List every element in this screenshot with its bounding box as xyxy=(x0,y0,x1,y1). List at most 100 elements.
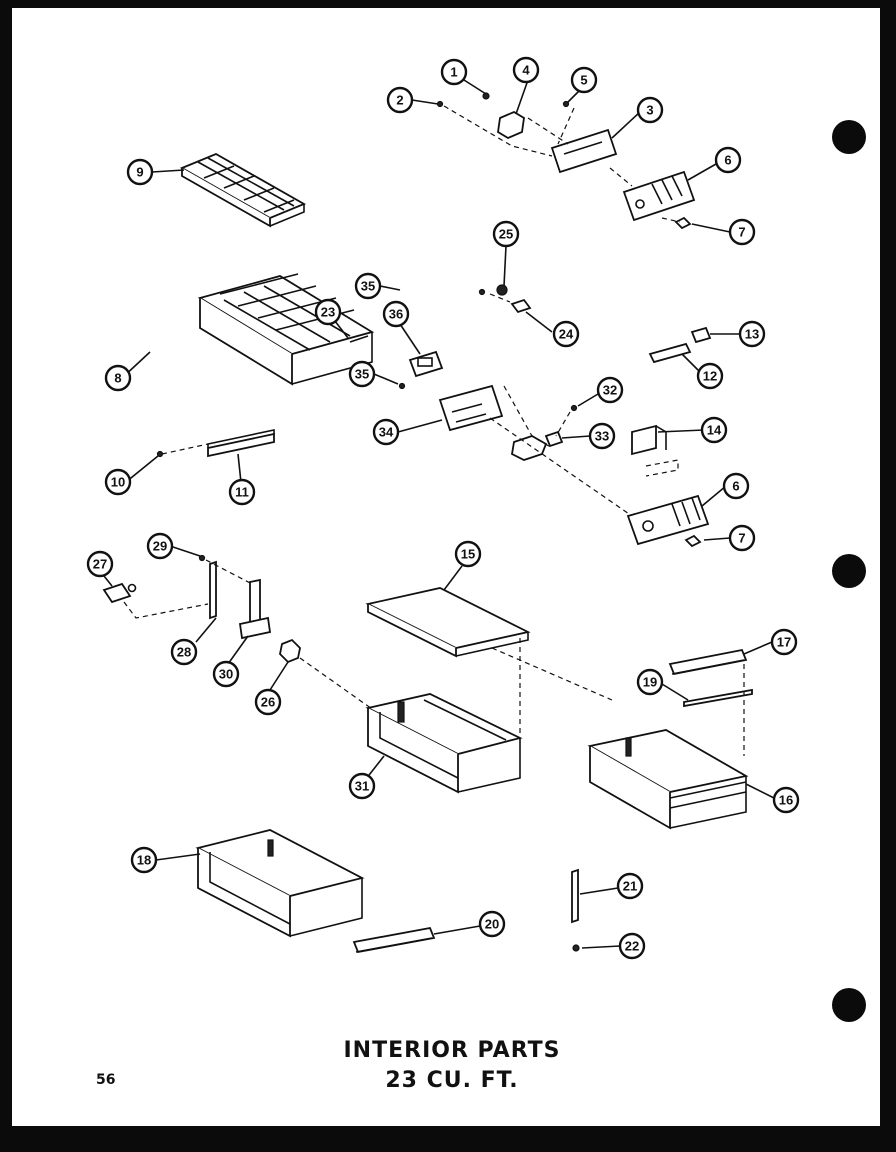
callout-number: 16 xyxy=(779,793,793,808)
callout-number: 28 xyxy=(177,645,191,660)
callout-35b: 35 xyxy=(348,360,376,388)
callout-number: 29 xyxy=(153,539,167,554)
callout-number: 7 xyxy=(738,225,745,240)
callout-number: 32 xyxy=(603,383,617,398)
callout-10: 10 xyxy=(104,468,132,496)
leader-lines xyxy=(103,79,775,949)
callout-23: 23 xyxy=(314,298,342,326)
callout-number: 35 xyxy=(355,367,369,382)
right-small-parts xyxy=(631,326,712,477)
callout-number: 31 xyxy=(355,779,369,794)
callout-32: 32 xyxy=(596,376,624,404)
callout-number: 6 xyxy=(732,479,739,494)
bottom-pan xyxy=(195,829,365,938)
callout-number: 19 xyxy=(643,675,657,690)
callout-12: 12 xyxy=(696,362,724,390)
callout-33: 33 xyxy=(588,422,616,450)
callout-7b: 7 xyxy=(728,524,756,552)
callout-18: 18 xyxy=(130,846,158,874)
callout-5: 5 xyxy=(570,66,598,94)
callout-25: 25 xyxy=(492,220,520,248)
callout-24: 24 xyxy=(552,320,580,348)
callout-number: 21 xyxy=(623,879,637,894)
top-control-assembly xyxy=(436,92,696,230)
page-number: 56 xyxy=(96,1072,116,1088)
callout-number: 5 xyxy=(580,73,587,88)
binder-hole-middle xyxy=(832,554,866,588)
callout-number: 1 xyxy=(450,65,457,80)
callout-number: 33 xyxy=(595,429,609,444)
crisper-cover xyxy=(365,587,613,734)
callout-35a: 35 xyxy=(354,272,382,300)
callout-number: 22 xyxy=(625,939,639,954)
crisper-pan xyxy=(365,693,523,794)
binder-hole-top xyxy=(832,120,866,154)
callout-number: 10 xyxy=(111,475,125,490)
callout-16: 16 xyxy=(772,786,800,814)
binder-hole-bottom xyxy=(832,988,866,1022)
callout-9: 9 xyxy=(126,158,154,186)
page-title: INTERIOR PARTS xyxy=(343,1038,561,1063)
callout-number: 14 xyxy=(707,423,722,438)
callout-number: 23 xyxy=(321,305,335,320)
callout-15: 15 xyxy=(454,540,482,568)
callout-34: 34 xyxy=(372,418,400,446)
callout-13: 13 xyxy=(738,320,766,348)
callout-7a: 7 xyxy=(728,218,756,246)
exploded-parts-diagram: .ln { stroke:#111; stroke-width:1.6; fil… xyxy=(86,56,800,960)
callout-number: 35 xyxy=(361,279,375,294)
callout-number: 27 xyxy=(93,557,107,572)
callout-27: 27 xyxy=(86,550,114,578)
callout-11: 11 xyxy=(228,478,256,506)
callout-22: 22 xyxy=(618,932,646,960)
bottom-small-parts xyxy=(352,868,580,954)
callout-14: 14 xyxy=(700,416,728,444)
callout-number: 12 xyxy=(703,369,717,384)
parts-sheet: .ln { stroke:#111; stroke-width:1.6; fil… xyxy=(12,8,880,1126)
callout-26: 26 xyxy=(254,688,282,716)
callout-number: 24 xyxy=(559,327,574,342)
callout-28: 28 xyxy=(170,638,198,666)
lower-control-housing xyxy=(626,494,710,548)
callout-36: 36 xyxy=(382,300,410,328)
callout-number: 9 xyxy=(136,165,143,180)
center-control-assembly xyxy=(349,284,633,517)
callout-31: 31 xyxy=(348,772,376,800)
callout-number: 13 xyxy=(745,327,759,342)
callout-21: 21 xyxy=(616,872,644,900)
callout-6b: 6 xyxy=(722,472,750,500)
callout-30: 30 xyxy=(212,660,240,688)
callout-number: 18 xyxy=(137,853,151,868)
callout-number: 20 xyxy=(485,917,499,932)
callout-number: 34 xyxy=(379,425,394,440)
callout-number: 17 xyxy=(777,635,791,650)
meat-drawer xyxy=(587,729,749,830)
rail-brackets xyxy=(102,554,383,717)
callout-number: 36 xyxy=(389,307,403,322)
ice-tray xyxy=(179,153,307,228)
callout-6a: 6 xyxy=(714,146,742,174)
callout-3: 3 xyxy=(636,96,664,124)
callout-number: 2 xyxy=(396,93,403,108)
callout-number: 4 xyxy=(522,63,530,78)
page-subtitle: 23 CU. FT. xyxy=(385,1068,519,1093)
callout-29: 29 xyxy=(146,532,174,560)
callout-20: 20 xyxy=(478,910,506,938)
callout-1: 1 xyxy=(440,58,468,86)
callout-4: 4 xyxy=(512,56,540,84)
callout-number: 26 xyxy=(261,695,275,710)
ice-bin-shelf xyxy=(197,273,375,386)
callout-2: 2 xyxy=(386,86,414,114)
callout-19: 19 xyxy=(636,668,664,696)
drawer-handle-17 xyxy=(668,648,753,756)
callout-number: 8 xyxy=(114,371,121,386)
shelf-bracket xyxy=(156,429,275,458)
callout-number: 3 xyxy=(646,103,653,118)
callout-8: 8 xyxy=(104,364,132,392)
callout-number: 7 xyxy=(738,531,745,546)
callout-17: 17 xyxy=(770,628,798,656)
callout-number: 15 xyxy=(461,547,475,562)
callout-number: 6 xyxy=(724,153,731,168)
callout-number: 30 xyxy=(219,667,233,682)
callout-number: 25 xyxy=(499,227,513,242)
